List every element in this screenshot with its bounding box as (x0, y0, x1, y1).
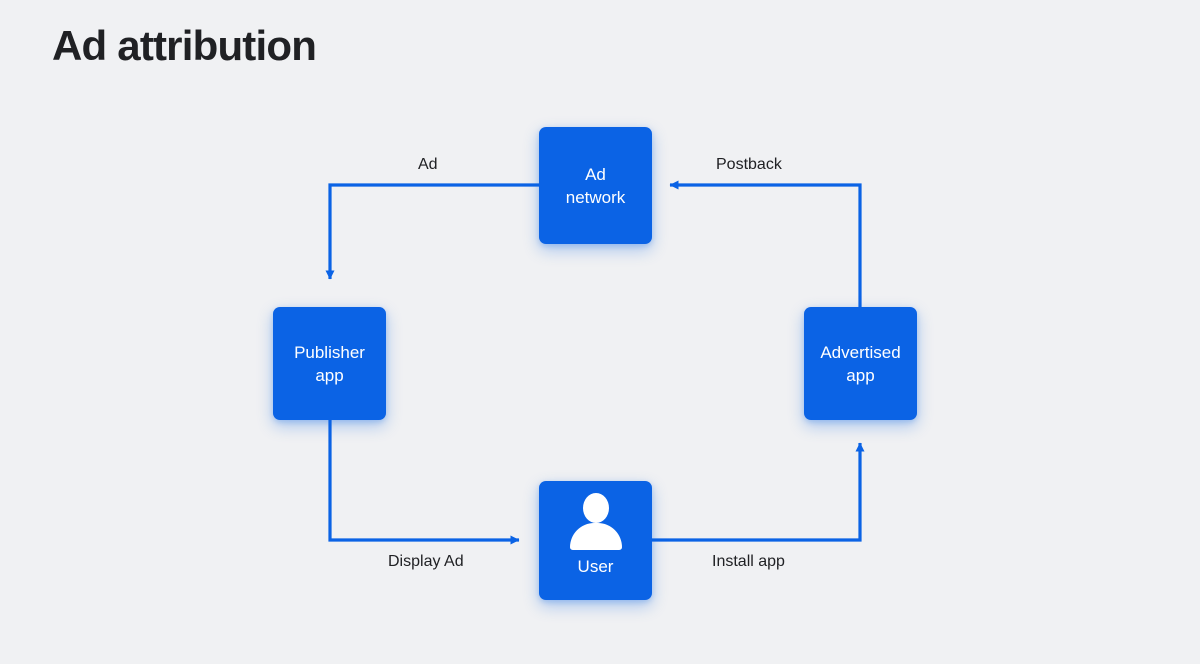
node-publisher-app-label: Publisher app (294, 342, 365, 385)
edge-label-install-app: Install app (712, 553, 785, 570)
person-icon-body (569, 523, 622, 550)
edge-path-ad (325, 183, 539, 280)
edge-label-postback: Postback (716, 156, 782, 173)
edge-path-postback (669, 180, 862, 307)
node-ad-network[interactable]: Ad network (539, 127, 652, 244)
node-user-label: User (577, 557, 614, 576)
node-advertised-app[interactable]: Advertised app (804, 307, 917, 420)
page-title: Ad attribution (52, 22, 317, 69)
edge-label-ad: Ad (418, 156, 438, 173)
edge-path-display-ad (328, 420, 520, 545)
edge-path-install-app (652, 442, 865, 542)
node-user[interactable]: User (539, 481, 652, 600)
edge-label-display-ad: Display Ad (388, 553, 464, 570)
person-icon (565, 493, 627, 551)
node-advertised-app-label: Advertised app (820, 342, 901, 385)
node-ad-network-label: Ad network (565, 164, 626, 207)
node-publisher-app[interactable]: Publisher app (273, 307, 386, 420)
person-icon-head (582, 493, 609, 523)
